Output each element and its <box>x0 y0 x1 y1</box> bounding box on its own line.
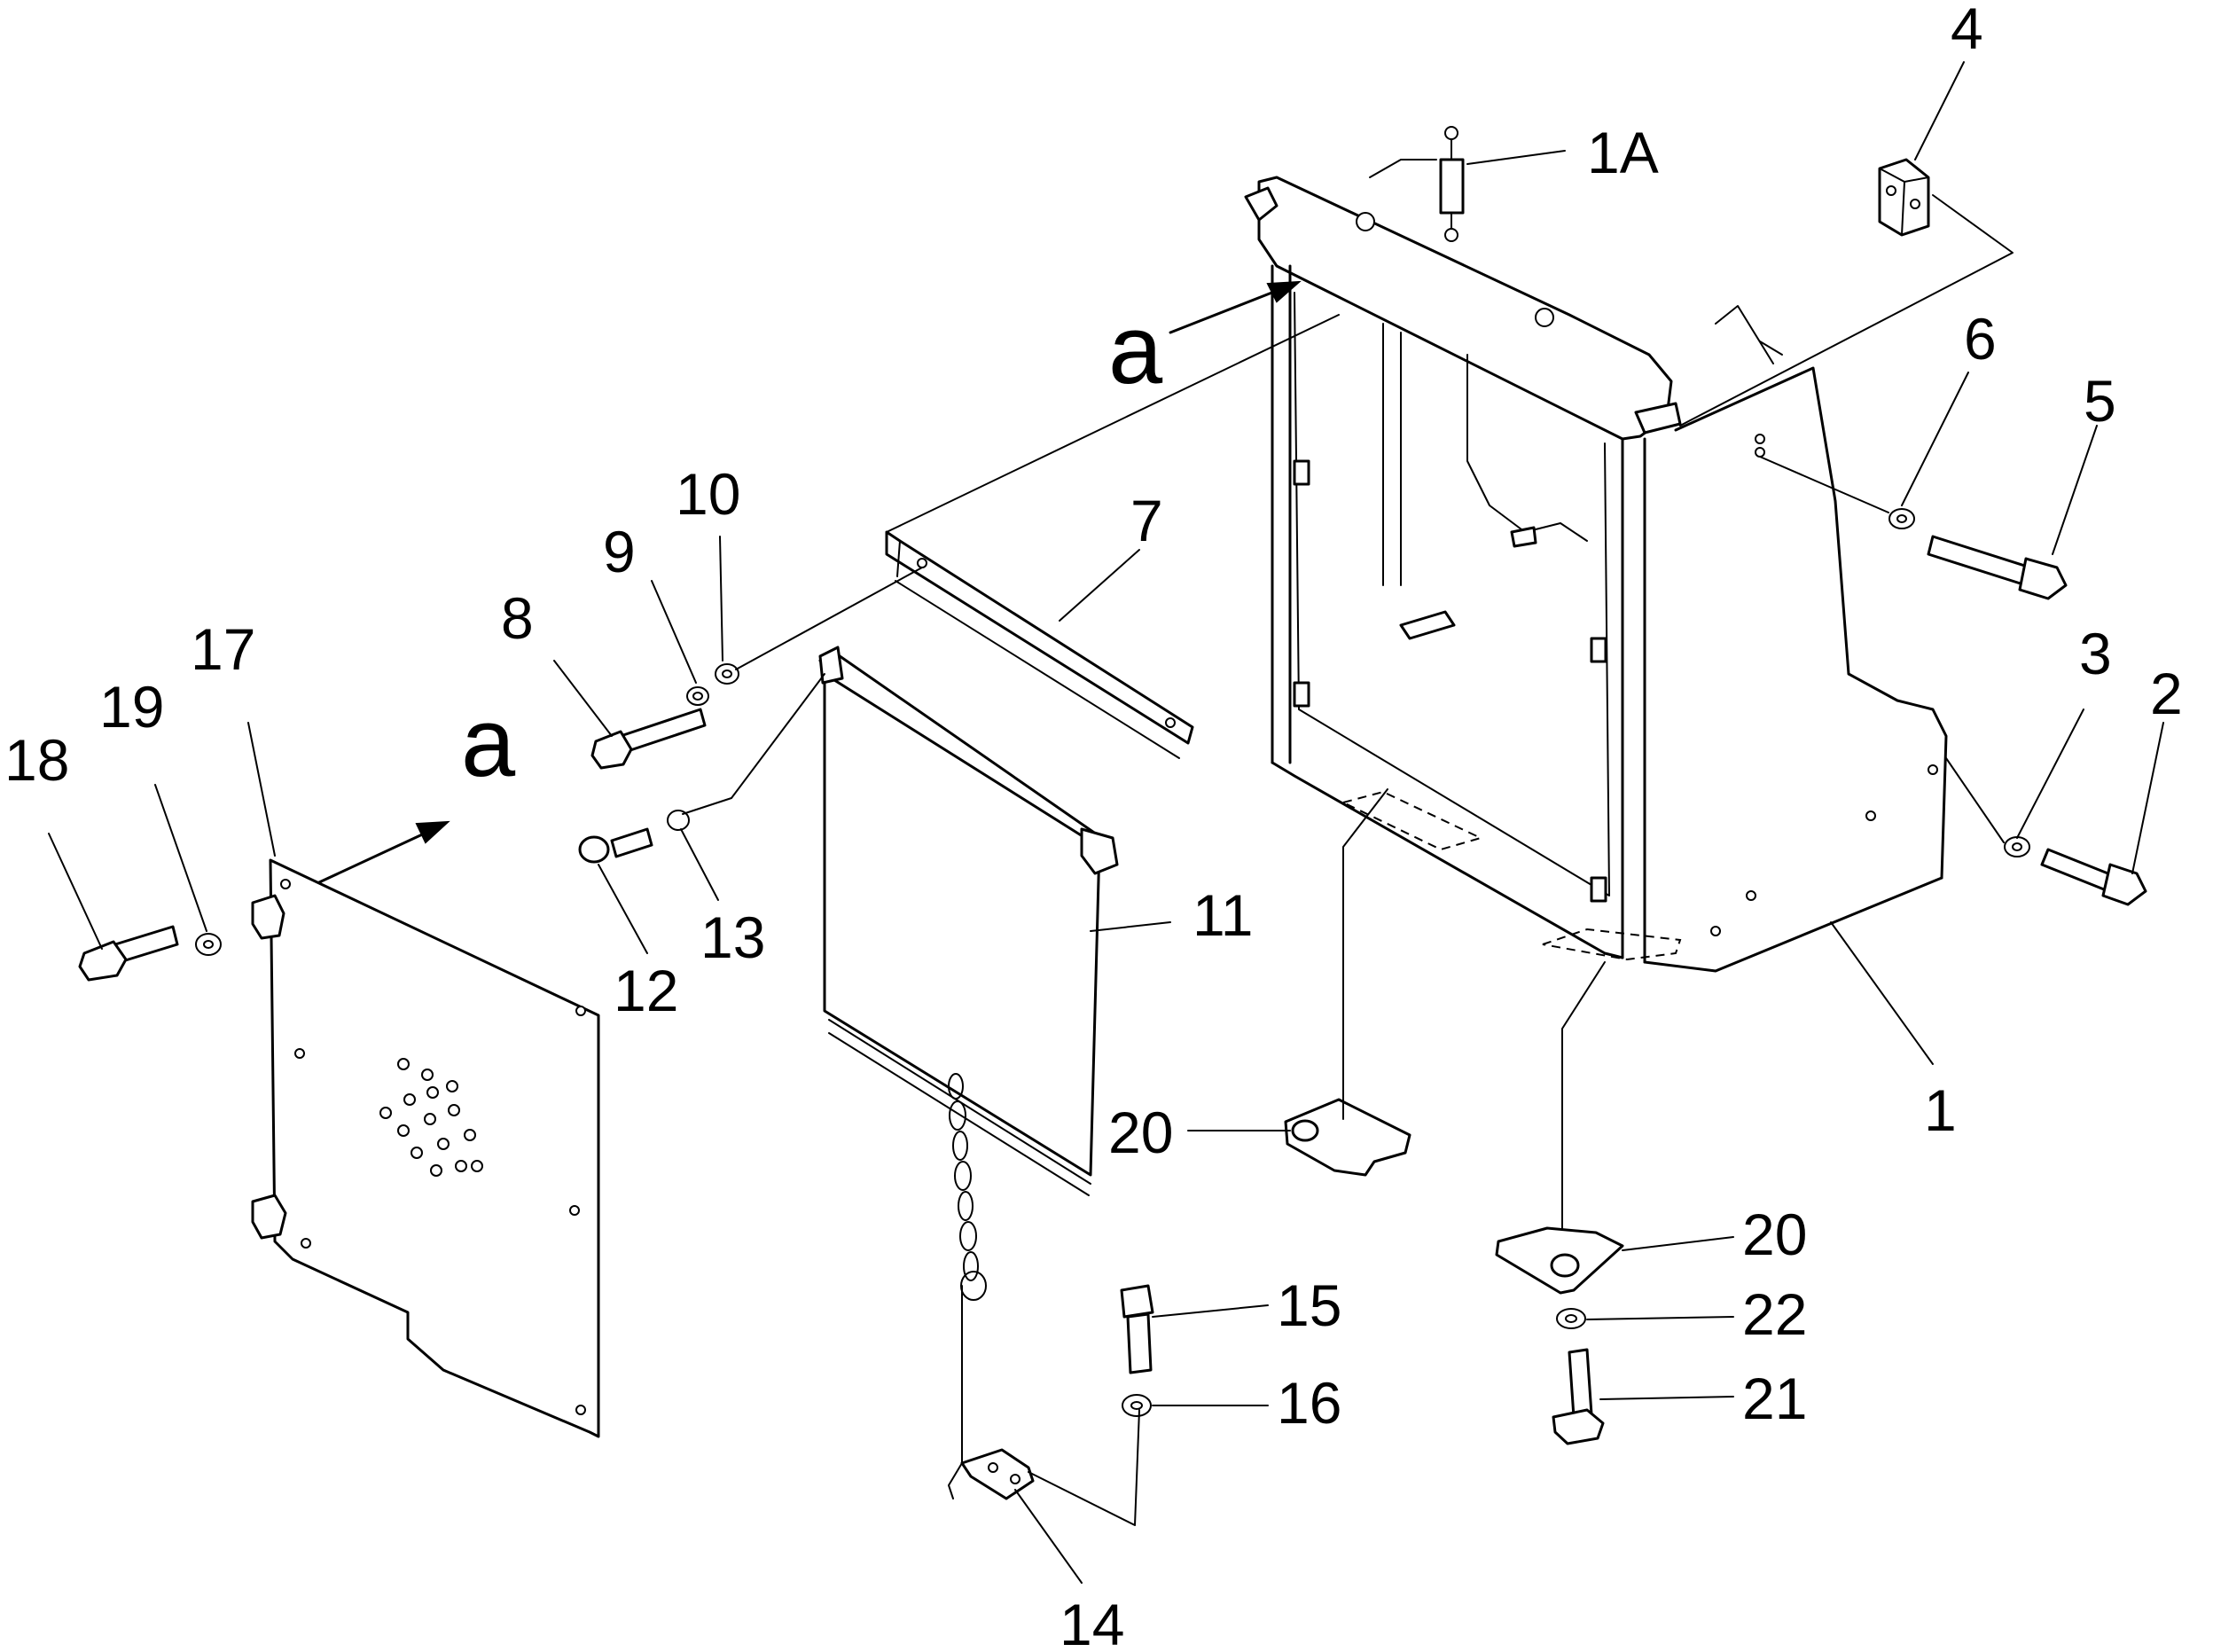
callout-1A: 1A <box>1587 120 1659 185</box>
assembly-lines <box>682 159 2014 1526</box>
callout-12: 12 <box>614 958 678 1023</box>
rail-part-7 <box>885 530 1194 759</box>
hook-bracket-part-14 <box>948 1448 1035 1500</box>
callout-16: 16 <box>1277 1370 1341 1436</box>
view-arrow-a-left: a <box>317 688 516 884</box>
callout-14: 14 <box>1060 1592 1124 1652</box>
washer-part-6 <box>1888 508 1915 529</box>
callout-labels: 1 1A 2 3 4 5 6 7 8 9 10 11 12 13 14 15 1… <box>4 0 2183 1652</box>
callout-2: 2 <box>2150 661 2183 726</box>
callout-11: 11 <box>1193 882 1254 948</box>
bracket-part-4 <box>1878 158 1930 237</box>
bolt-part-18 <box>78 925 179 982</box>
callout-8: 8 <box>501 585 534 651</box>
cabinet-frame-part-1 <box>1244 176 1948 973</box>
callout-15: 15 <box>1277 1272 1341 1338</box>
gas-spring-part-1A <box>1439 126 1465 242</box>
view-arrow-a-top: a <box>1108 280 1302 404</box>
callout-21: 21 <box>1742 1366 1807 1431</box>
washer-part-22 <box>1556 1308 1586 1329</box>
callout-9: 9 <box>603 519 636 584</box>
callout-13: 13 <box>700 904 765 970</box>
view-marker-a-top: a <box>1108 295 1163 404</box>
callout-1: 1 <box>1924 1077 1957 1143</box>
roller-blind-part-11 <box>818 646 1119 1301</box>
washer-part-9 <box>686 686 709 706</box>
callout-19: 19 <box>99 674 164 740</box>
bolt-part-2 <box>2040 848 2147 906</box>
bolt-part-5 <box>1927 535 2068 600</box>
bolt-part-15 <box>1120 1284 1154 1374</box>
callout-5: 5 <box>2084 368 2116 434</box>
cover-panel-part-17 <box>251 858 600 1438</box>
cover-plate-part-20-lower <box>1495 1226 1624 1295</box>
callout-7: 7 <box>1130 488 1163 553</box>
washer-part-16 <box>1122 1394 1152 1417</box>
washer-part-13 <box>667 810 690 831</box>
callout-6: 6 <box>1964 306 1997 372</box>
callout-17: 17 <box>191 616 255 682</box>
cover-plate-part-20-upper <box>1284 1098 1411 1177</box>
washer-part-10 <box>715 663 739 685</box>
leader-lines <box>48 61 2164 1584</box>
view-marker-a-left: a <box>461 688 516 797</box>
washer-part-19 <box>195 933 222 956</box>
screw-part-12 <box>578 827 653 864</box>
pull-chain <box>948 1073 987 1301</box>
bolt-part-8 <box>590 708 707 770</box>
callout-4: 4 <box>1951 0 1983 61</box>
bolt-part-21 <box>1552 1348 1605 1445</box>
callout-18: 18 <box>4 727 69 793</box>
callout-20-upper: 20 <box>1108 1100 1173 1165</box>
callout-22: 22 <box>1742 1281 1807 1347</box>
washer-part-3 <box>2004 836 2030 857</box>
callout-3: 3 <box>2079 621 2112 686</box>
callout-20-lower: 20 <box>1742 1202 1807 1267</box>
callout-10: 10 <box>676 461 740 527</box>
